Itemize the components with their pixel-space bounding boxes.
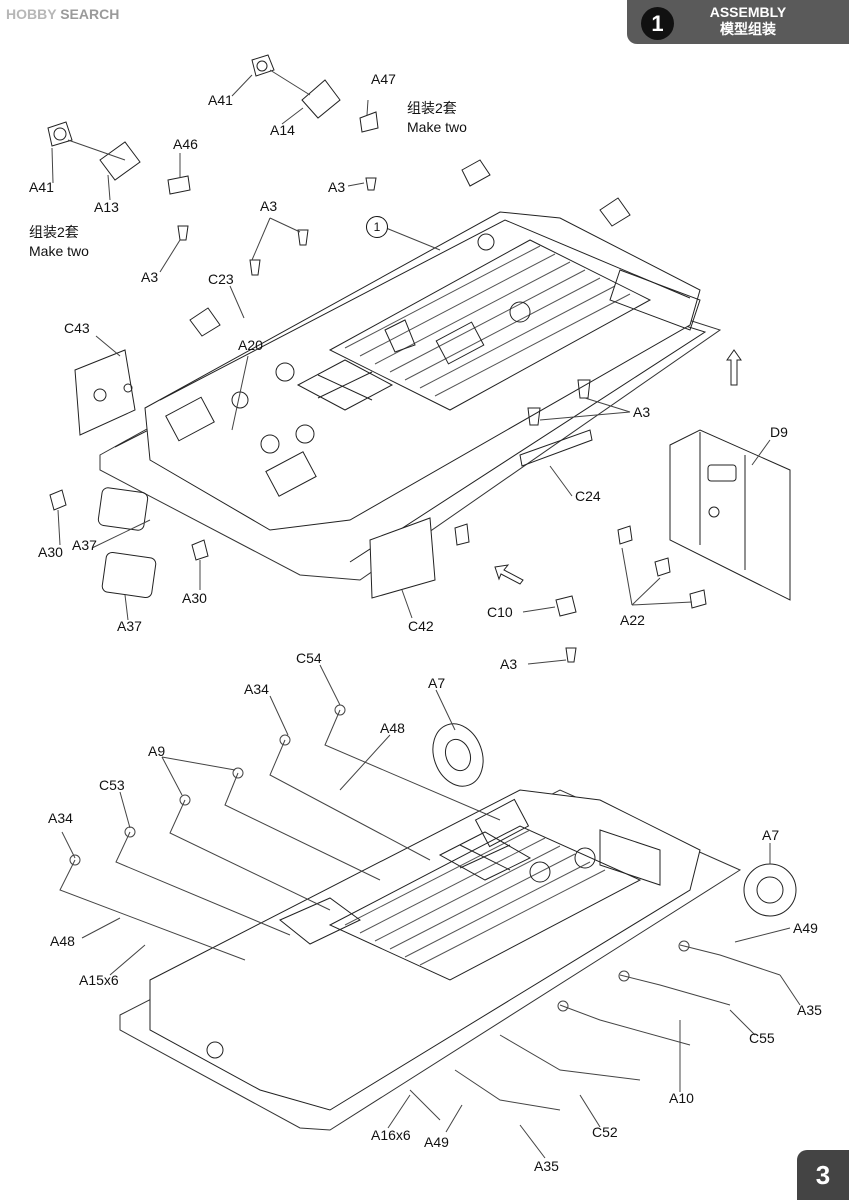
leader-lines-top	[51, 69, 771, 665]
part-label: A7	[762, 827, 780, 843]
watermark-search: SEARCH	[60, 6, 120, 22]
part-label: A3	[500, 656, 518, 672]
part-label: C52	[592, 1124, 618, 1140]
part-label: A10	[669, 1090, 694, 1106]
part-label: A35	[534, 1158, 559, 1174]
part-label: A30	[182, 590, 207, 606]
part-label: A9	[148, 743, 166, 759]
side-plate-c42	[369, 517, 436, 599]
part-label: A15x6	[79, 972, 119, 988]
part-label: A34	[48, 810, 73, 826]
part-label: C53	[99, 777, 125, 793]
page-number: 3	[797, 1150, 849, 1200]
part-label: C24	[575, 488, 601, 504]
note-left-cn: 组装2套	[29, 224, 79, 240]
part-label: A22	[620, 612, 645, 628]
watermark: HOBBY SEARCH	[6, 6, 119, 22]
part-label: A34	[244, 681, 269, 697]
part-label: A16x6	[371, 1127, 411, 1143]
part-label: C55	[749, 1030, 775, 1046]
part-label: A47	[371, 71, 396, 87]
step-number: 1	[641, 7, 674, 40]
part-label: C10	[487, 604, 513, 620]
hatches-a37	[97, 487, 157, 599]
assembly-title-en: ASSEMBLY	[709, 4, 787, 20]
lower-hull-body	[149, 789, 701, 1111]
part-label: C54	[296, 650, 322, 666]
suspension-arms	[59, 704, 781, 1121]
small-parts-top	[47, 54, 742, 663]
leader-lines-bottom	[61, 664, 801, 1159]
assembly-title-cn: 模型组装	[720, 21, 776, 37]
part-label: A41	[208, 92, 233, 108]
part-label: A7	[428, 675, 446, 691]
part-label: A3	[141, 269, 159, 285]
part-label: A48	[380, 720, 405, 736]
make-two-note-right: 组装2套 Make two	[407, 99, 467, 137]
note-right-en: Make two	[407, 119, 467, 135]
part-label: A49	[424, 1134, 449, 1150]
sprocket-a7-rear	[743, 863, 797, 917]
rear-plate-d9	[669, 429, 791, 601]
part-label: D9	[770, 424, 788, 440]
part-label: C43	[64, 320, 90, 336]
note-right-cn: 组装2套	[407, 100, 457, 116]
note-left-en: Make two	[29, 243, 89, 259]
part-label: C42	[408, 618, 434, 634]
part-label: A3	[328, 179, 346, 195]
part-label: A41	[29, 179, 54, 195]
make-two-note-left: 组装2套 Make two	[29, 223, 89, 261]
part-label: A14	[270, 122, 295, 138]
part-label: A35	[797, 1002, 822, 1018]
part-label: A48	[50, 933, 75, 949]
part-label: A3	[633, 404, 651, 420]
upper-hull-body	[144, 211, 701, 531]
callout-1: 1	[366, 216, 388, 238]
sprocket-a7-front	[432, 723, 484, 787]
part-label: A46	[173, 136, 198, 152]
part-label: A3	[260, 198, 278, 214]
assembly-title: ASSEMBLY 模型组装	[688, 4, 808, 38]
lower-hull-floor	[119, 789, 742, 1131]
part-label: A37	[72, 537, 97, 553]
side-plate-c43	[74, 349, 136, 436]
part-label: A49	[793, 920, 818, 936]
watermark-hobby: HOBBY	[6, 6, 57, 22]
part-label: A30	[38, 544, 63, 560]
part-label: A20	[238, 337, 263, 353]
part-label: C23	[208, 271, 234, 287]
part-label: A13	[94, 199, 119, 215]
part-label: A37	[117, 618, 142, 634]
